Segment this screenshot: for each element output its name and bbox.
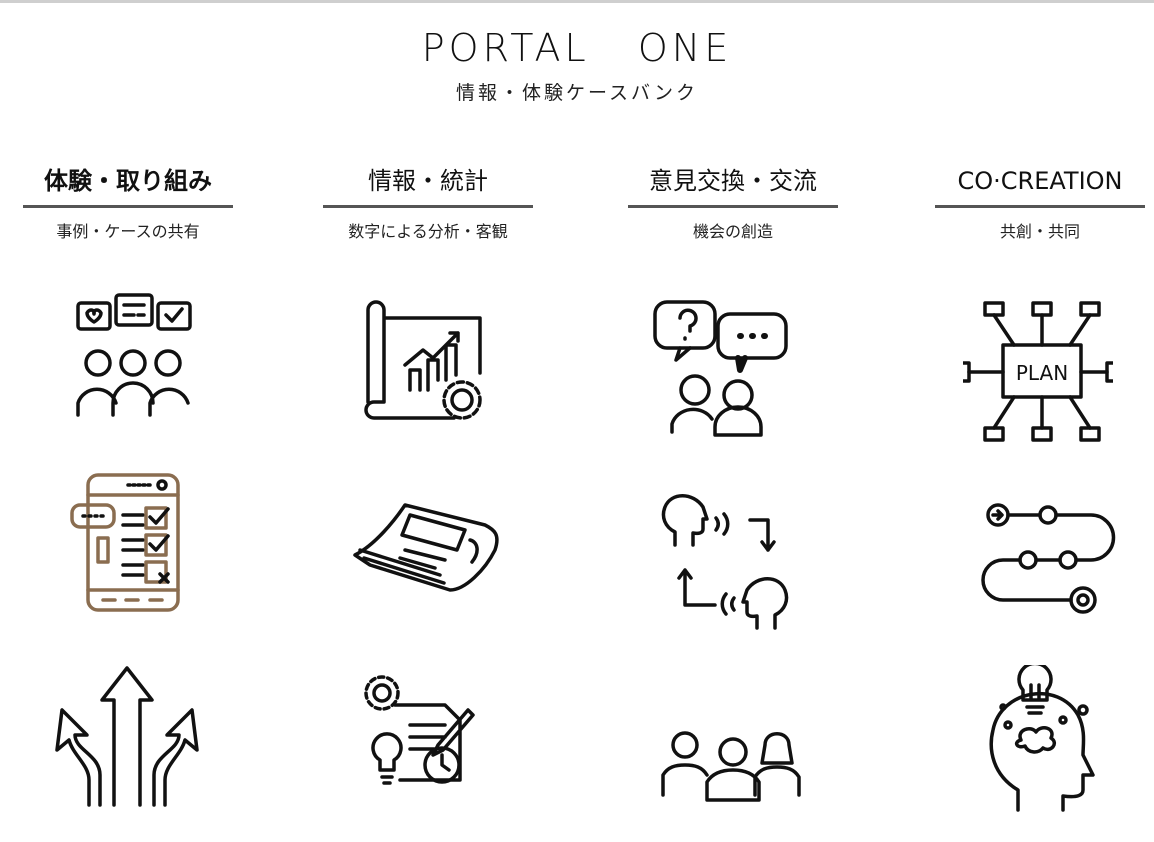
conversation-exchange-icon[interactable] <box>650 480 800 630</box>
direction-arrows-icon[interactable] <box>52 660 202 810</box>
mobile-checklist-icon[interactable] <box>58 470 208 620</box>
category-experience[interactable]: 体験・取り組み 事例・ケースの共有 <box>23 163 233 242</box>
category-subheading: 機会の創造 <box>692 222 773 241</box>
category-heading: 体験・取り組み <box>44 167 212 195</box>
category-exchange[interactable]: 意見交換・交流 機会の創造 <box>628 163 838 242</box>
page-subtitle: 情報・体験ケースバンク <box>455 82 698 104</box>
category-subheading: 数字による分析・客観 <box>348 222 508 241</box>
category-heading: 意見交換・交流 <box>649 167 817 195</box>
group-icon[interactable] <box>655 660 805 810</box>
category-subheading: 事例・ケースの共有 <box>56 222 200 241</box>
category-heading: 情報・統計 <box>368 167 488 195</box>
chart-blueprint-icon[interactable] <box>350 290 500 440</box>
divider <box>23 205 233 208</box>
plan-label: PLAN <box>1016 361 1068 385</box>
head-idea-icon[interactable] <box>963 661 1113 815</box>
category-heading: CO·CREATION <box>957 167 1123 195</box>
discussion-icon[interactable] <box>650 290 800 440</box>
newspaper-icon[interactable] <box>350 470 500 620</box>
top-border <box>0 0 1154 3</box>
category-information[interactable]: 情報・統計 数字による分析・客観 <box>323 163 533 242</box>
category-cocreation[interactable]: CO·CREATION 共創・共同 <box>935 163 1145 242</box>
category-subheading: 共創・共同 <box>999 222 1080 241</box>
divider <box>628 205 838 208</box>
divider <box>935 205 1145 208</box>
divider <box>323 205 533 208</box>
roadmap-icon[interactable] <box>968 480 1118 630</box>
page-title: PORTAL ONE <box>421 26 733 70</box>
people-chat-icon[interactable] <box>58 285 208 435</box>
idea-document-icon[interactable] <box>350 665 500 815</box>
plan-network-icon[interactable]: PLAN <box>955 293 1121 443</box>
